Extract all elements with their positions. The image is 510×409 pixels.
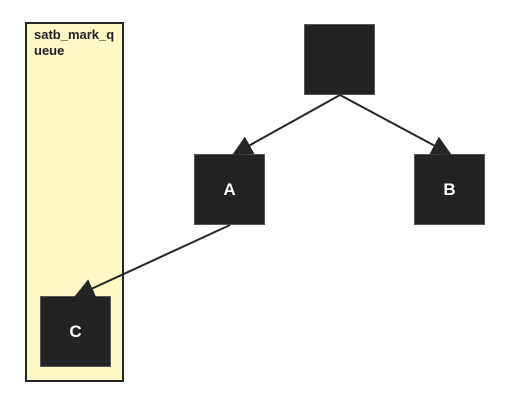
node-c: C: [40, 296, 111, 367]
edge-root-to-b: [339, 94, 452, 155]
node-b: B: [414, 154, 485, 225]
satb-mark-queue-label: satb_mark_queue: [34, 27, 115, 58]
root-node: [304, 24, 375, 95]
edge-root-to-a: [232, 94, 341, 155]
node-a: A: [194, 154, 265, 225]
